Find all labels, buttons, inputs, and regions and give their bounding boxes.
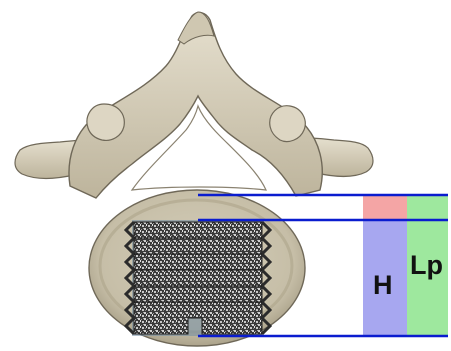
gap-band xyxy=(363,196,407,220)
interbody-cage-implant xyxy=(126,220,270,336)
right-articular-process xyxy=(270,106,305,142)
height-label: H xyxy=(373,272,393,299)
length-label: Lp xyxy=(410,252,443,279)
left-articular-process xyxy=(87,104,124,140)
